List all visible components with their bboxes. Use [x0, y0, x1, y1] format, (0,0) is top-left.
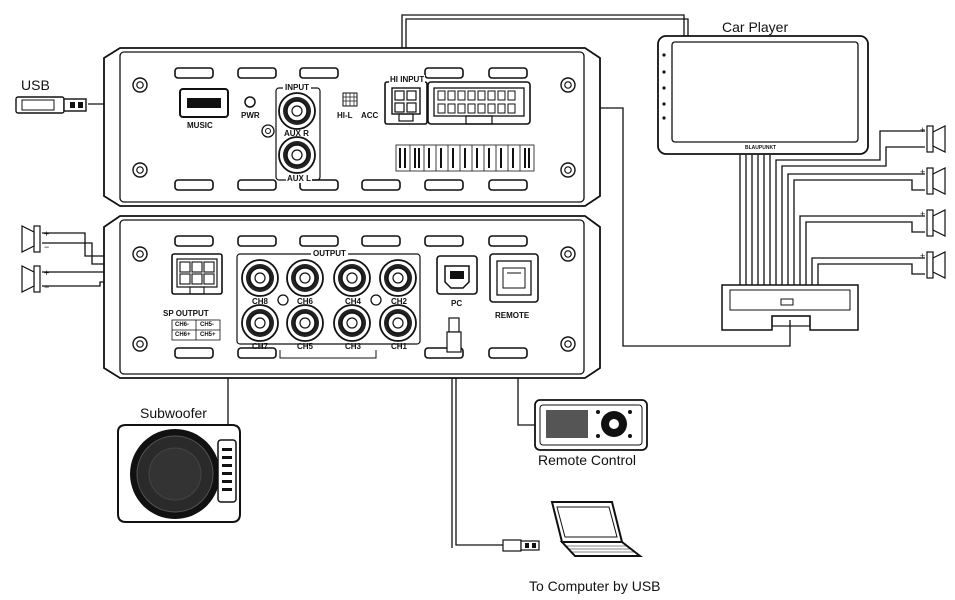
amplifier-top-unit: [103, 47, 601, 207]
ch4-label: CH4: [345, 297, 362, 306]
ch3-label: CH3: [345, 342, 362, 351]
main-harness-connector: [427, 81, 531, 125]
aux-l-label: AUX L: [286, 174, 312, 183]
sp-table-lines: [171, 319, 221, 341]
svg-text:+: +: [920, 251, 925, 261]
sp-table-cell: CH5-: [200, 322, 215, 328]
ch6-label: CH6: [297, 297, 314, 306]
amplifier-bottom-unit: [103, 215, 601, 379]
sp-table-cell: CH6-: [175, 322, 190, 328]
hi-input-label: HI INPUT: [389, 75, 426, 84]
music-label: MUSIC: [187, 121, 213, 130]
wire-speakers-right: [775, 130, 925, 285]
wires: [42, 14, 925, 548]
pin-label-table: [395, 144, 535, 172]
car-player: [657, 35, 869, 155]
aux-r-label: AUX R: [284, 129, 309, 138]
ch8-label: CH8: [252, 297, 269, 306]
wire-player-harness: [739, 155, 771, 285]
usb-stick: [15, 96, 87, 114]
svg-text:−: −: [920, 185, 925, 195]
pwr-label: PWR: [241, 111, 260, 120]
ch7-label: CH7: [252, 342, 269, 351]
usb-callout: USB: [21, 77, 50, 93]
input-label: INPUT: [283, 83, 311, 92]
aux-l-jack: [278, 136, 316, 174]
pc-label: PC: [451, 299, 463, 308]
laptop: [502, 501, 643, 557]
output-label: OUTPUT: [311, 249, 348, 258]
sp-table-cell: CH6+: [175, 332, 191, 338]
svg-text:+: +: [920, 167, 925, 177]
pwr-led: [244, 96, 256, 108]
pc-usb-port: [436, 255, 478, 295]
svg-text:−: −: [920, 227, 925, 237]
speakers-left: [21, 225, 41, 293]
svg-text:−: −: [920, 142, 925, 152]
speakers-right: [926, 125, 946, 279]
car-player-callout: Car Player: [722, 19, 789, 35]
svg-text:+: +: [44, 229, 49, 239]
acc-label: ACC: [361, 111, 379, 120]
player-brand: BLAUPUNKT: [745, 145, 777, 151]
wire-harness-plug: [721, 284, 859, 331]
sp-table-cell: CH5+: [200, 332, 216, 338]
svg-text:−: −: [44, 242, 49, 252]
subwoofer-box: [117, 424, 241, 523]
remote-control-device: [534, 399, 648, 451]
ch5-label: CH5: [297, 342, 314, 351]
svg-text:+: +: [920, 125, 925, 135]
aux-r-jack: [278, 92, 316, 130]
sp-output-label: SP OUTPUT: [163, 309, 209, 318]
svg-text:−: −: [920, 269, 925, 279]
remote-port: [489, 253, 539, 303]
ch1-label: CH1: [391, 342, 408, 351]
svg-text:+: +: [44, 268, 49, 278]
to-computer-callout: To Computer by USB: [529, 578, 661, 594]
sp-output-connector: [171, 253, 223, 295]
hi-l-label: HI-L: [337, 111, 353, 120]
wire-pc: [455, 352, 503, 546]
svg-text:+: +: [920, 209, 925, 219]
subwoofer-callout: Subwoofer: [140, 405, 207, 421]
remote-control-callout: Remote Control: [538, 452, 637, 468]
svg-text:−: −: [44, 282, 49, 292]
ch2-label: CH2: [391, 297, 408, 306]
remote-label: REMOTE: [495, 311, 530, 320]
